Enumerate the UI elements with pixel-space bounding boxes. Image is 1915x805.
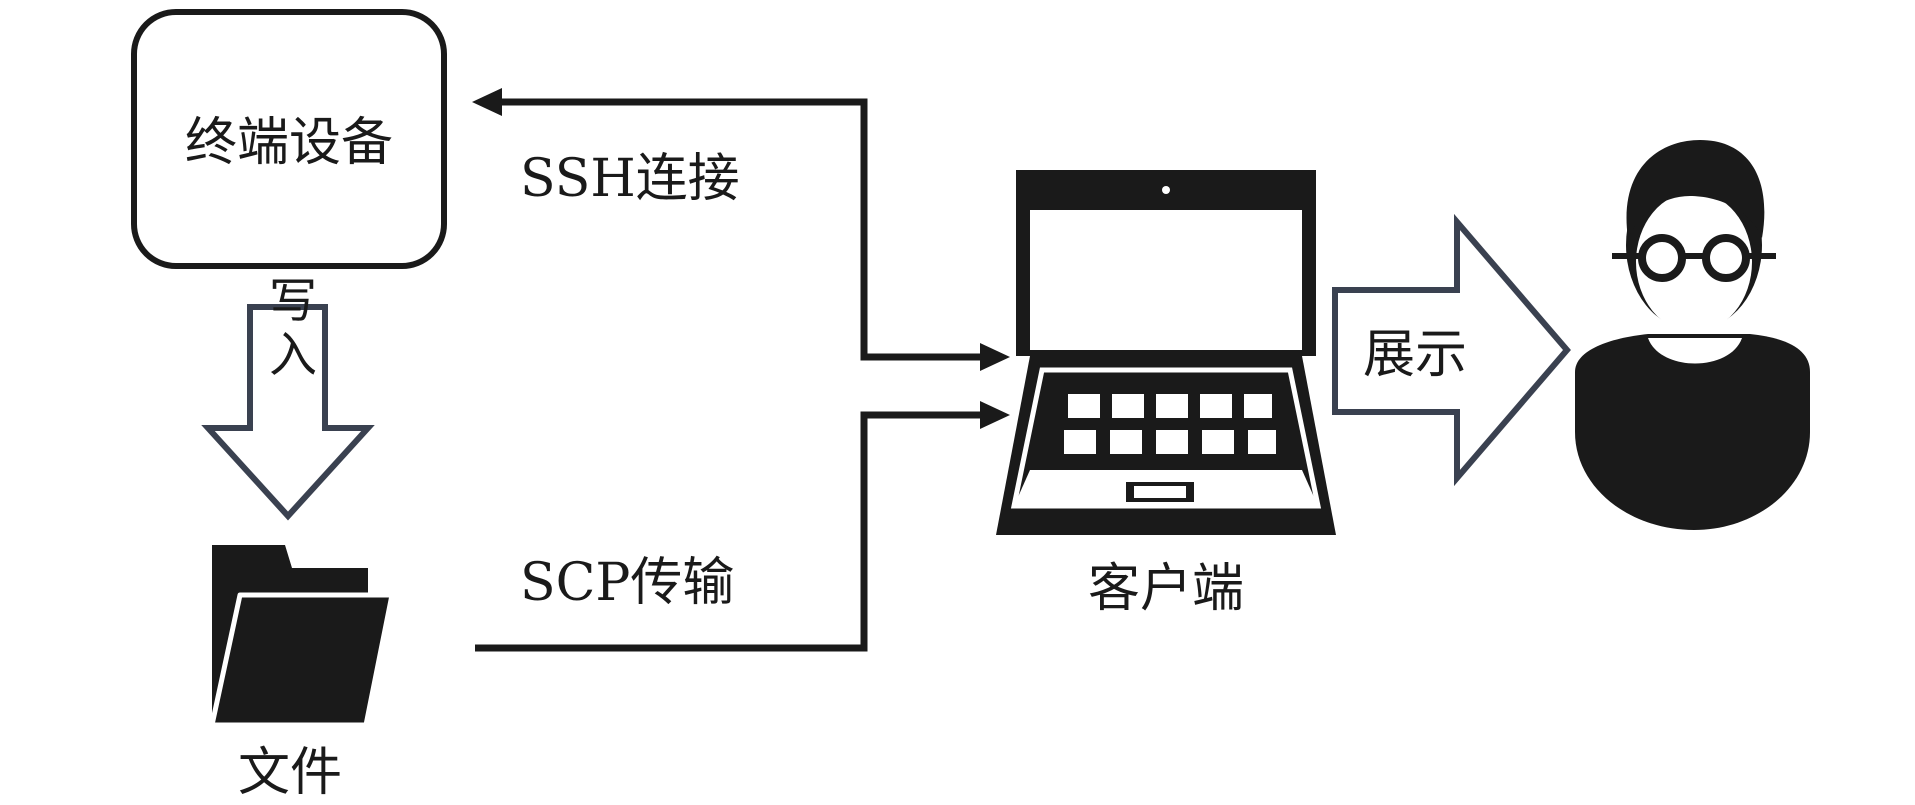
display-arrow: 展示	[1332, 213, 1571, 487]
user-avatar-icon	[1575, 140, 1810, 530]
write-arrow: 写入	[201, 275, 375, 521]
write-arrow-label: 写入	[260, 275, 316, 383]
ssh-connection-arrow	[472, 88, 1010, 371]
terminal-device-label: 终端设备	[185, 113, 393, 173]
write-arrow-shape	[201, 304, 375, 521]
client-label: 客户端	[1088, 559, 1244, 619]
ssh-connection-label: SSH连接	[520, 149, 740, 209]
file-label: 文件	[238, 743, 342, 803]
display-arrow-label: 展示	[1363, 325, 1467, 385]
scp-transfer-arrow	[475, 401, 1010, 652]
scp-transfer-label: SCP传输	[520, 553, 734, 613]
display-arrow-shape	[1332, 213, 1571, 487]
terminal-device-box	[131, 9, 447, 269]
folder-icon	[209, 545, 395, 728]
terminal-device-node: 终端设备	[131, 9, 447, 269]
laptop-icon	[996, 170, 1336, 535]
